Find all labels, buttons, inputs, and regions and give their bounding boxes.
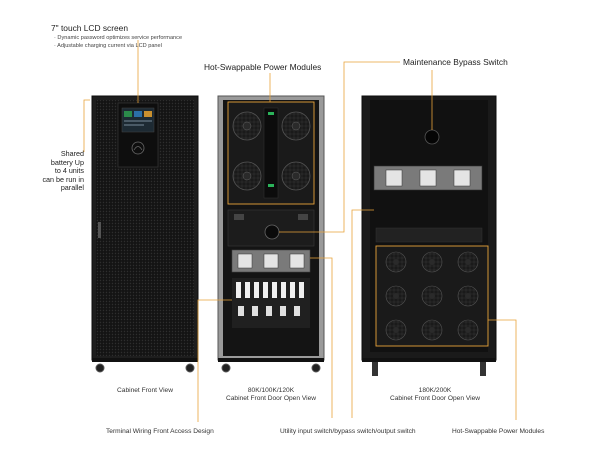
utility-switch-label: Utility input switch/bypass switch/outpu… (280, 428, 416, 435)
fan-icon (385, 251, 407, 273)
bypass-knob-icon (424, 129, 440, 145)
right-model-label: 180K/200K (418, 387, 452, 394)
lcd-bullet-charging: · Adjustable charging current via LCD pa… (54, 43, 162, 49)
door-handle-icon (98, 222, 101, 238)
logo-icon (131, 141, 145, 155)
bypass-switch-label: Maintenance Bypass Switch (403, 57, 508, 67)
caster-wheel-icon (185, 363, 195, 373)
hot-swap-bottom-label: Hot-Swappable Power Modules (452, 428, 545, 435)
battery-note-line: to 4 units (54, 166, 84, 176)
callout-line-hot-swap-bottom (488, 319, 517, 420)
lcd-bullet-password: · Dynamic password optimizes service per… (54, 35, 183, 41)
fan-icon (281, 111, 311, 141)
cabinet-large-open-view (361, 95, 497, 376)
callout-line-utility-right (351, 209, 374, 418)
right-view-label: Cabinet Front Door Open View (389, 394, 481, 402)
right-cabinet-caption: 180K/200K Cabinet Front Door Open View (370, 387, 500, 402)
cabinet-front-view (91, 95, 199, 373)
leveling-foot-icon (372, 362, 378, 376)
battery-note: Shared battery Up to 4 units can be run … (18, 149, 84, 193)
battery-note-line: can be run in (42, 174, 84, 184)
leveling-foot-icon (480, 362, 486, 376)
caster-wheel-icon (311, 363, 321, 373)
battery-note-line: battery Up (50, 157, 84, 167)
fan-icon (457, 251, 479, 273)
fan-icon (421, 319, 443, 341)
terminal-block (232, 278, 310, 328)
fan-icon (421, 285, 443, 307)
fan-icon (457, 319, 479, 341)
lcd-title: 7" touch LCD screen (51, 23, 128, 33)
fan-icon (385, 285, 407, 307)
caster-wheel-icon (95, 363, 105, 373)
front-view-caption: Cabinet Front View (117, 387, 173, 394)
terminal-wiring-label: Terminal Wiring Front Access Design (106, 428, 214, 435)
cabinet-mid-open-view (217, 95, 325, 373)
battery-note-line: Shared (60, 149, 84, 158)
callout-line-terminal (197, 299, 232, 422)
mid-view-label: Cabinet Front Door Open View (225, 394, 317, 402)
callout-line-bypass-mid (279, 61, 400, 233)
callout-line-battery (83, 99, 90, 152)
fan-icon (232, 111, 262, 141)
fan-icon (232, 161, 262, 191)
mid-model-label: 80K/100K/120K (247, 387, 295, 394)
fan-icon (385, 319, 407, 341)
mid-cabinet-caption: 80K/100K/120K Cabinet Front Door Open Vi… (206, 387, 336, 402)
hot-swap-top-label: Hot-Swappable Power Modules (204, 62, 322, 72)
battery-note-line: parallel (60, 183, 84, 193)
bypass-knob-icon (264, 224, 280, 240)
callout-lines (83, 40, 517, 422)
fan-icon (281, 161, 311, 191)
fan-icon (421, 251, 443, 273)
caster-wheel-icon (221, 363, 231, 373)
callout-line-utility-mid (310, 257, 333, 418)
fan-icon (457, 285, 479, 307)
